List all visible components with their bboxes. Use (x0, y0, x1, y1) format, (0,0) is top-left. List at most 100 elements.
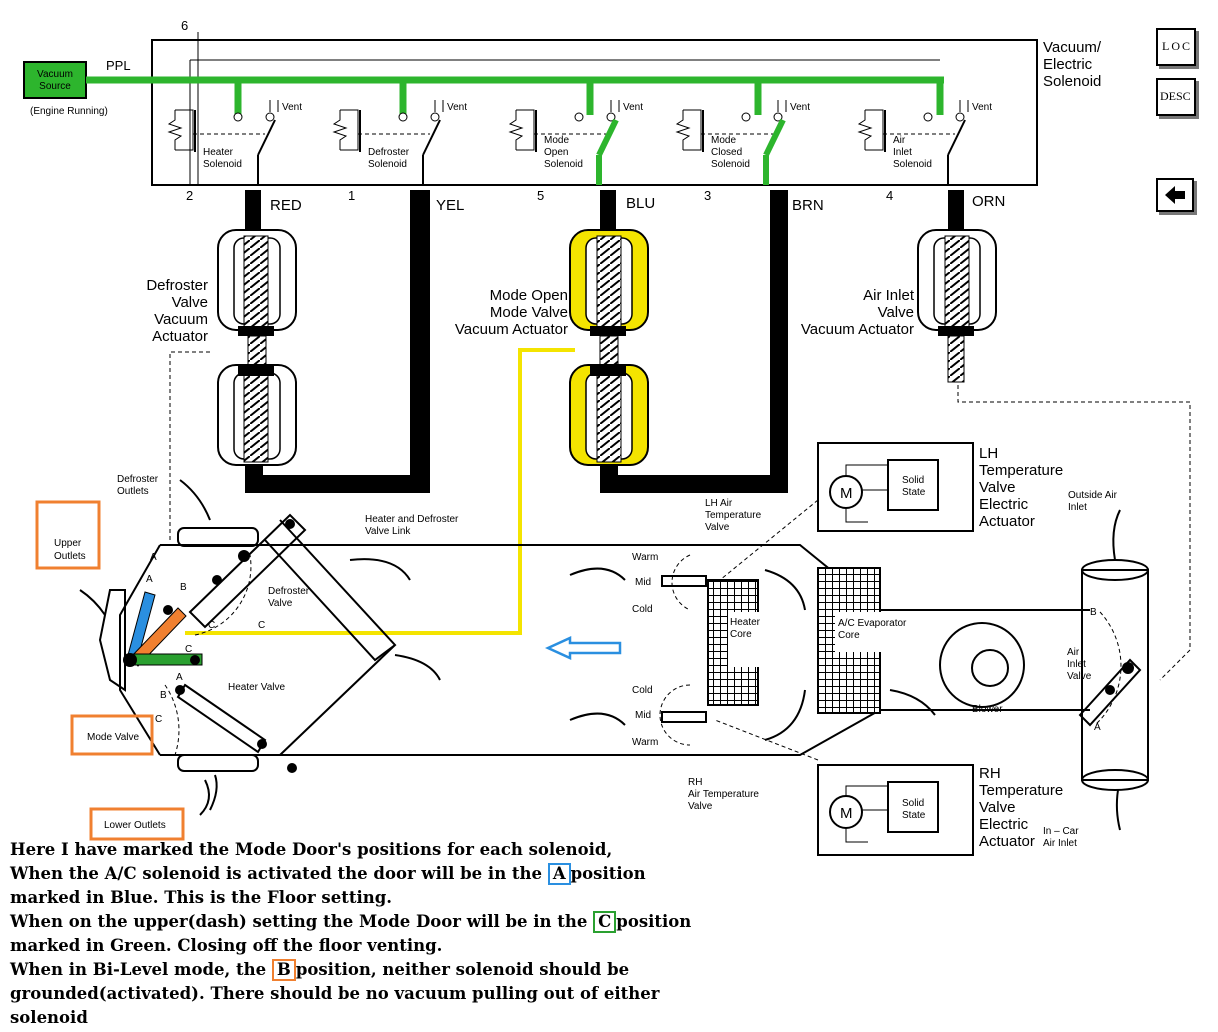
left-arrow-icon (1165, 186, 1185, 204)
lh-actuator-box (817, 442, 974, 532)
note-line-2: When the A/C solenoid is activated the d… (10, 863, 646, 885)
lh-mid-label: Mid (635, 577, 651, 588)
vent-label-5: Vent (972, 102, 992, 113)
note-line-1: Here I have marked the Mode Door's posit… (10, 840, 613, 859)
mode-valve-highlight (70, 714, 154, 756)
vacuum-line (86, 76, 944, 115)
position-letter-6: A (176, 672, 183, 683)
position-letter-7: B (160, 690, 167, 701)
position-letter-10: A (1094, 722, 1101, 733)
vent-label-2: Vent (447, 102, 467, 113)
position-letter-0: A (146, 574, 153, 585)
vent-label-3: Vent (623, 102, 643, 113)
lh-warm-label: Warm (632, 552, 658, 563)
mode-valve-link (185, 348, 575, 635)
lh-cold-label: Cold (632, 604, 653, 615)
lower-outlets-label: Lower Outlets (104, 820, 166, 831)
position-letter-5: C (258, 620, 265, 631)
rh-link-dash (714, 719, 819, 761)
engine-running-note: (Engine Running) (30, 106, 108, 117)
position-letter-1: B (180, 582, 187, 593)
position-c-box: C (593, 911, 617, 933)
pin-6-label: 6 (181, 18, 188, 33)
lh-motor-icon: M (840, 485, 853, 502)
upper-outlets-highlight (35, 500, 101, 570)
svg-text:BRN: BRN (792, 197, 824, 214)
pin-3-label: 3 (704, 188, 711, 203)
position-letter-9: B (1090, 607, 1097, 618)
position-b-box: B (271, 959, 296, 981)
rh-actuator-box (817, 764, 974, 856)
svg-text:RED: RED (270, 197, 302, 214)
explanation-note: Here I have marked the Mode Door's posit… (10, 838, 810, 1030)
position-letter-2: C (185, 644, 192, 655)
heater-valve-label: Heater Valve (228, 682, 286, 693)
position-a-box: A (547, 863, 571, 885)
lh-link-dash (719, 499, 819, 581)
ppl-label: PPL (106, 58, 131, 73)
mode-door-positions (123, 519, 1134, 773)
defroster-link-dash (169, 351, 210, 540)
note-line-7: grounded(activated). There should be no … (10, 984, 660, 1003)
position-letter-8: C (155, 714, 162, 725)
pin-2-label: 2 (186, 188, 193, 203)
vent-label-1: Vent (282, 102, 302, 113)
pin-4-label: 4 (886, 188, 893, 203)
rh-motor-icon: M (840, 805, 853, 822)
wire-labels: RED YEL BLU BRN ORN (270, 193, 1005, 214)
note-line-8: solenoid (10, 1008, 88, 1027)
airflow-arrow (544, 636, 622, 660)
rh-cold-label: Cold (632, 685, 653, 696)
note-line-4: When on the upper(dash) setting the Mode… (10, 911, 692, 933)
hvac-duct (79, 479, 1149, 831)
svg-text:BLU: BLU (626, 195, 655, 212)
mode-open-actuator (569, 229, 649, 466)
back-button[interactable] (1156, 178, 1194, 212)
rh-mid-label: Mid (635, 710, 651, 721)
svg-text:YEL: YEL (436, 197, 464, 214)
note-line-5: marked in Green. Closing off the floor v… (10, 936, 443, 955)
defroster-actuator (217, 229, 297, 466)
pin-1-label: 1 (348, 188, 355, 203)
mode-valve-label: Mode Valve (87, 732, 140, 743)
desc-button[interactable]: DESC (1156, 78, 1196, 116)
loc-button[interactable]: LOC (1156, 28, 1196, 66)
wires (245, 190, 964, 493)
rh-warm-label: Warm (632, 737, 658, 748)
air-inlet-link-dash (957, 385, 1191, 681)
position-letter-3: A (150, 552, 157, 563)
blower-label: Blower (972, 704, 1003, 715)
